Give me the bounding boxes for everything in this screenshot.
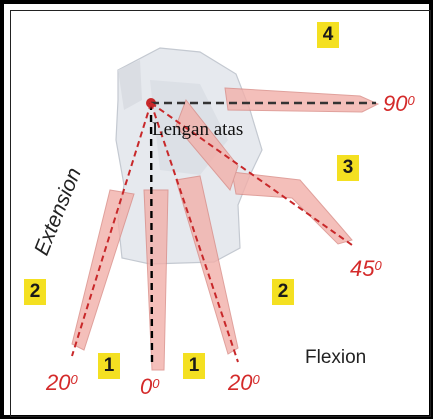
angle-label-0: 00: [140, 376, 159, 398]
zone-marker-2-flexion: 2: [272, 279, 294, 305]
zone-marker-2-extension: 2: [24, 279, 46, 305]
zone-marker-3: 3: [337, 155, 359, 181]
flexion-label: Flexion: [305, 347, 366, 369]
arm-0: [144, 190, 168, 370]
zone-marker-1-right: 1: [183, 353, 205, 379]
angle-label-20-extension: 200: [46, 372, 78, 394]
angle-label-20-flexion: 200: [228, 372, 260, 394]
zone-marker-4: 4: [317, 22, 339, 48]
shirt-figure: [116, 48, 262, 264]
zone-marker-1-left: 1: [98, 353, 120, 379]
upper-arm-label: Lengan atas: [152, 119, 243, 141]
angle-label-90: 900: [383, 93, 415, 115]
arm-90: [225, 88, 378, 112]
angle-label-45: 450: [350, 258, 382, 280]
